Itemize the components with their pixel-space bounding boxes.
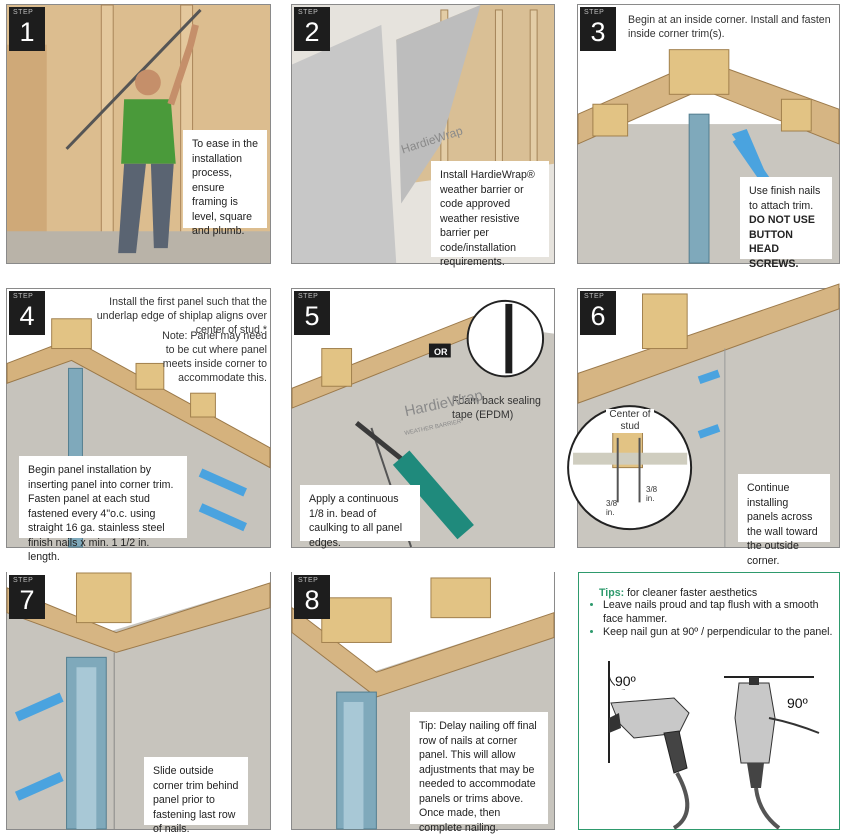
tips-box: Tips: for cleaner faster aesthetics Leav…: [578, 572, 840, 830]
nail-gun-illustration: [608, 661, 820, 830]
step-label: STEP: [584, 293, 605, 300]
step-4-text: Begin panel installation by inserting pa…: [19, 456, 187, 563]
step-label: STEP: [13, 577, 34, 584]
step-1-text: To ease in the installation process, ens…: [183, 130, 267, 237]
step-label: STEP: [298, 577, 319, 584]
tips-heading: Tips: for cleaner faster aesthetics: [599, 587, 757, 599]
outside-corner-illustration: [6, 568, 271, 830]
step-6-text: Continue installing panels across the wa…: [738, 474, 830, 567]
step-number: 2: [304, 17, 320, 47]
tip-item: Keep nail gun at 90º / perpendicular to …: [603, 626, 833, 640]
step-5-panel: OR Foam back sealing tape (EPDM) HardieW…: [291, 288, 555, 549]
step-3-text: Use finish nails to attach trim.: [749, 185, 821, 212]
step-7-text: Slide outside corner trim behind panel p…: [144, 757, 248, 835]
step-8-text: Tip: Delay nailing off final row of nail…: [410, 712, 548, 834]
tip-item: Leave nails proud and tap flush with a s…: [603, 599, 833, 626]
step-label: STEP: [584, 9, 605, 16]
tips-subtitle: for cleaner faster aesthetics: [627, 587, 758, 599]
step-label: STEP: [13, 293, 34, 300]
tips-list: Leave nails proud and tap flush with a s…: [587, 599, 833, 640]
step-4-header: Install the first panel such that the un…: [96, 296, 267, 336]
step-3-panel: Begin at an inside corner. Install and f…: [577, 4, 840, 270]
caulking-illustration: [291, 289, 554, 548]
step-4-panel: Install the first panel such that the un…: [6, 288, 271, 563]
or-label: OR: [434, 347, 448, 357]
step-2-text: Install HardieWrap® weather barrier or c…: [431, 161, 549, 268]
dimension-right: 3/8 in.: [646, 485, 658, 503]
step-number: 8: [304, 585, 320, 615]
step-3-warning: DO NOT USE BUTTON HEAD SCREWS.: [749, 214, 815, 270]
nailing-off-illustration: [291, 568, 555, 830]
step-number: 4: [19, 301, 35, 331]
step-number: 5: [304, 301, 320, 331]
weather-barrier-illustration: [292, 5, 554, 263]
step-number: 7: [19, 585, 35, 615]
step-label: STEP: [298, 293, 319, 300]
step-4-note: Note: Panel may need to be cut where pan…: [162, 330, 267, 384]
step-number: 3: [590, 17, 606, 47]
step-label: STEP: [298, 9, 319, 16]
step-5-text: Apply a continuous 1/8 in. bead of caulk…: [300, 485, 420, 549]
angle-left-label: 90º: [615, 673, 636, 689]
step-3-note: Use finish nails to attach trim. DO NOT …: [740, 177, 832, 270]
dimension-left: 3/8 in.: [606, 499, 618, 517]
angle-right-label: 90º: [787, 695, 808, 711]
step-number: 6: [590, 301, 606, 331]
center-of-stud-label: Center of stud: [606, 409, 654, 433]
step-number: 1: [19, 17, 35, 47]
sealing-tape-label: Foam back sealing tape (EPDM): [452, 395, 541, 421]
tips-title: Tips:: [599, 587, 625, 599]
step-label: STEP: [13, 9, 34, 16]
step-3-header: Begin at an inside corner. Install and f…: [628, 14, 831, 40]
